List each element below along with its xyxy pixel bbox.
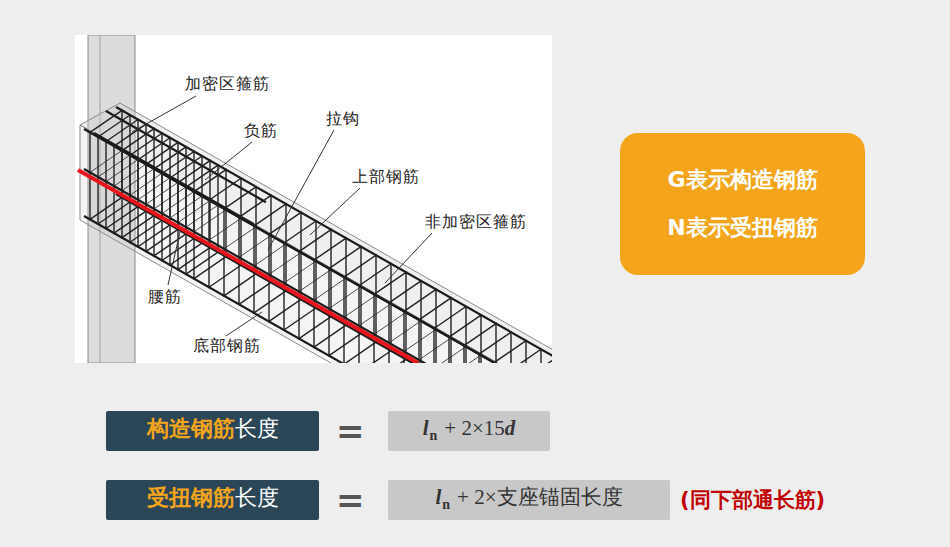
- longitudinal-bar: [84, 129, 552, 363]
- part-name: 底部钢筋: [193, 336, 261, 356]
- part-name: 腰筋: [148, 287, 182, 307]
- note-text: (同下部通长筋): [680, 484, 825, 516]
- formula-box: ln + 2×15d: [388, 411, 550, 451]
- note-text: N表示受扭钢筋: [667, 215, 817, 241]
- part-name: 上部钢筋: [352, 167, 420, 187]
- stirrups: [90, 110, 552, 363]
- formula-text: l: [423, 416, 429, 441]
- beam: [80, 103, 552, 363]
- formula-box: ln + 2×支座锚固长度: [388, 480, 670, 520]
- formula-text: l: [435, 485, 441, 510]
- longitudinal-bar: [116, 107, 552, 363]
- note-box: G表示构造钢筋 N表示受扭钢筋: [620, 133, 865, 275]
- term-box: 构造钢筋长度: [106, 411, 319, 451]
- formula-text: + 2×支座锚固长度: [457, 485, 622, 510]
- formula-text: n: [430, 428, 438, 445]
- term-text: 长度: [235, 416, 279, 442]
- formula-text: n: [442, 497, 450, 514]
- part-name: 负筋: [244, 121, 278, 141]
- part-name: 拉钩: [326, 109, 360, 129]
- part-name: 非加密区箍筋: [425, 212, 527, 232]
- equals-sign: =: [336, 480, 365, 520]
- term-text: 构造钢筋: [147, 416, 235, 442]
- highlight-bar: [78, 170, 418, 363]
- longitudinal-bar: [116, 147, 552, 363]
- formula-text: + 2×15: [444, 416, 504, 441]
- equals-sign: =: [336, 411, 365, 451]
- beam-front-face: [80, 125, 552, 363]
- term-text: 受扭钢筋: [147, 485, 235, 511]
- part-name: 加密区箍筋: [185, 74, 270, 94]
- term-box: 受扭钢筋长度: [106, 480, 319, 520]
- term-text: 长度: [235, 485, 279, 511]
- leader-lines: [132, 96, 432, 336]
- note-text: G表示构造钢筋: [667, 167, 817, 193]
- formula-text: d: [505, 416, 516, 441]
- longitudinal-bar: [116, 194, 552, 363]
